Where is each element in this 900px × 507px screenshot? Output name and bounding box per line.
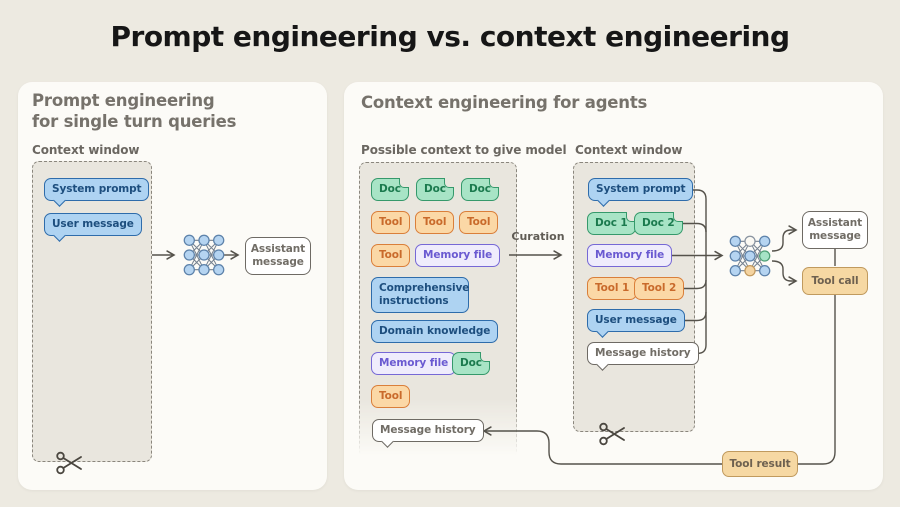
chip-doc-1: Doc 1	[587, 211, 636, 235]
context-window-box-left	[32, 161, 152, 462]
neural-network-icon	[729, 235, 771, 277]
left-heading-line2: for single turn queries	[32, 112, 237, 132]
right-context-window-label: Context window	[575, 143, 683, 157]
chip-doc: Doc	[452, 351, 491, 375]
chip-tool-2: Tool 2	[634, 277, 685, 300]
chip-memory-file: Memory file	[371, 352, 457, 375]
scissors-icon	[599, 422, 625, 446]
chip-doc-2: Doc 2	[634, 211, 683, 235]
left-panel-heading: Prompt engineering for single turn queri…	[32, 90, 236, 133]
chip-tool: Tool	[371, 211, 411, 234]
assistant-message-box: Assistant message	[245, 237, 311, 275]
chip-system-prompt: System prompt	[588, 178, 694, 201]
chip-tool: Tool	[371, 244, 411, 267]
chip-doc: Doc	[371, 177, 410, 201]
chip-domain-knowledge: Domain knowledge	[371, 320, 499, 343]
curation-label: Curation	[511, 230, 565, 243]
chip-message-history: Message history	[372, 419, 484, 442]
possible-context-label: Possible context to give model	[361, 143, 567, 157]
tool-result-box: Tool result	[722, 451, 798, 477]
chip-user-message: User message	[44, 213, 142, 236]
assistant-message-box: Assistant message	[802, 211, 868, 249]
chip-user-message: User message	[587, 309, 685, 332]
right-panel-heading: Context engineering for agents	[361, 93, 648, 112]
chip-message-history: Message history	[587, 342, 699, 365]
chip-doc: Doc	[461, 177, 500, 201]
page-title: Prompt engineering vs. context engineeri…	[110, 20, 790, 53]
chip-tool-1: Tool 1	[587, 277, 638, 300]
neural-network-icon	[183, 234, 225, 276]
tool-call-box: Tool call	[802, 267, 868, 295]
scissors-icon	[56, 451, 82, 475]
chip-tool: Tool	[459, 211, 499, 234]
chip-comprehensive-instructions: Comprehensive instructions	[371, 277, 469, 313]
left-heading-line1: Prompt engineering	[32, 91, 215, 110]
chip-tool: Tool	[415, 211, 455, 234]
left-context-window-label: Context window	[32, 143, 140, 157]
chip-doc: Doc	[416, 177, 455, 201]
chip-memory-file: Memory file	[415, 244, 501, 267]
chip-tool: Tool	[371, 385, 411, 408]
chip-memory-file: Memory file	[587, 244, 673, 267]
chip-system-prompt: System prompt	[44, 178, 150, 201]
